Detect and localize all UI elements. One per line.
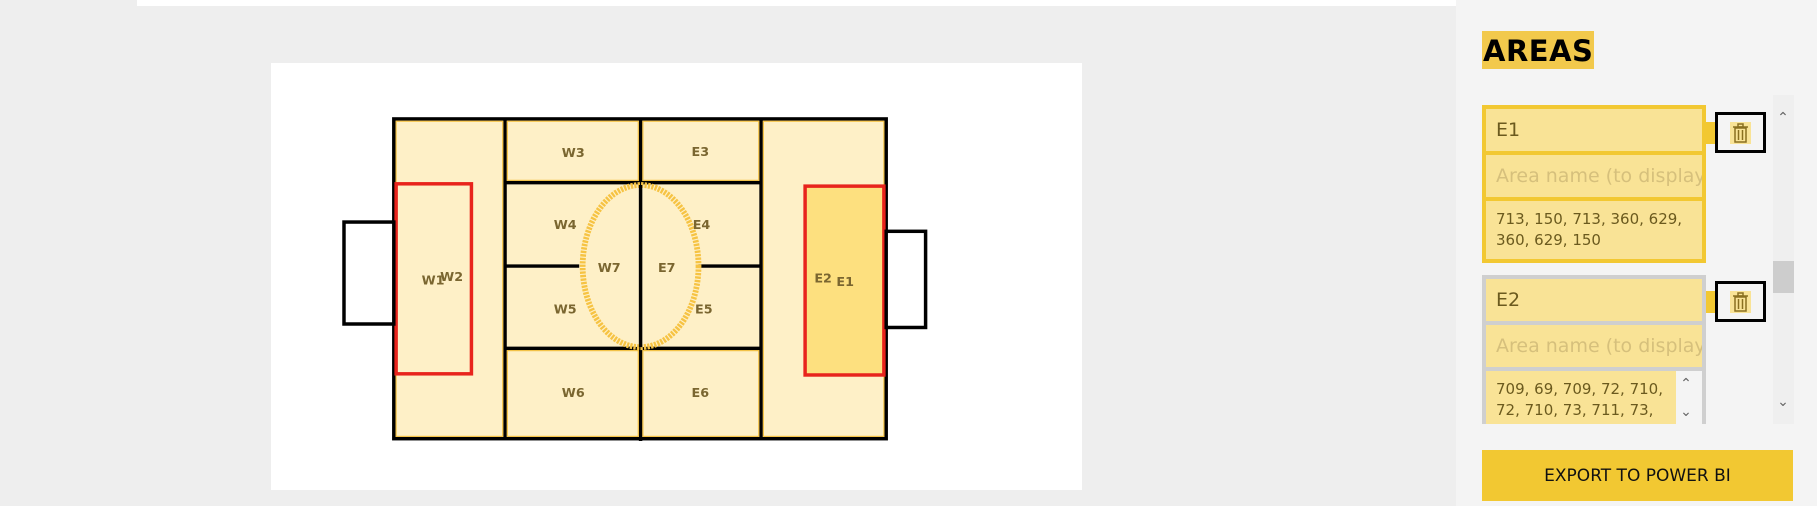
delete-area-e2-button[interactable] xyxy=(1715,281,1766,322)
label-w5: W5 xyxy=(554,303,577,318)
trash-icon xyxy=(1730,121,1751,144)
panel-heading: AREAS xyxy=(1482,31,1595,69)
label-w6: W6 xyxy=(562,386,585,401)
scrollbar-thumb[interactable] xyxy=(1773,261,1794,293)
area-card-e1[interactable]: E1 Area name (to display) 713, 150, 713,… xyxy=(1482,105,1706,263)
label-w1: W1 xyxy=(422,274,445,289)
area-coords-field[interactable]: 713, 150, 713, 360, 629, 360, 629, 150 xyxy=(1486,201,1702,259)
top-bar xyxy=(137,0,1456,6)
areas-scrollbar[interactable]: ⌃ ⌄ xyxy=(1773,95,1794,424)
area-card-e2[interactable]: E2 Area name (to display) 709, 69, 709, … xyxy=(1482,275,1706,424)
export-to-power-bi-button[interactable]: EXPORT TO POWER BI xyxy=(1482,450,1793,501)
label-e6: E6 xyxy=(692,386,710,401)
coords-scrollbar[interactable]: ⌃ ⌄ xyxy=(1676,371,1702,424)
chevron-up-icon[interactable]: ⌃ xyxy=(1680,376,1692,392)
label-e4: E4 xyxy=(693,218,711,233)
label-e7: E7 xyxy=(658,261,676,276)
trash-icon xyxy=(1730,290,1751,313)
areas-panel: AREAS E1 Area name (to display) 713, 150… xyxy=(1456,0,1817,506)
left-goal xyxy=(342,220,396,326)
label-e5: E5 xyxy=(695,303,713,318)
chevron-down-icon[interactable]: ⌄ xyxy=(1777,394,1789,410)
label-w7: W7 xyxy=(598,261,621,276)
area-w1-penalty[interactable] xyxy=(394,182,474,376)
label-e1: E1 xyxy=(836,275,854,290)
delete-area-e1-button[interactable] xyxy=(1715,112,1766,153)
area-name-input[interactable]: Area name (to display) xyxy=(1486,155,1702,197)
chevron-down-icon[interactable]: ⌄ xyxy=(1680,404,1692,420)
pitch-canvas[interactable]: W1 W2 W3 E3 W4 E4 W7 E7 W5 E5 W6 E6 E2 E… xyxy=(271,63,1082,490)
pitch-drawing[interactable]: W1 W2 W3 E3 W4 E4 W7 E7 W5 E5 W6 E6 E2 E… xyxy=(271,63,1082,490)
area-coords-field[interactable]: 709, 69, 709, 72, 710, 72, 710, 73, 711,… xyxy=(1486,371,1702,424)
label-e2: E2 xyxy=(814,271,832,286)
areas-list: E1 Area name (to display) 713, 150, 713,… xyxy=(1456,95,1796,424)
area-name-input[interactable]: Area name (to display) xyxy=(1486,325,1702,367)
area-coords-text: 709, 69, 709, 72, 710, 72, 710, 73, 711,… xyxy=(1496,380,1663,424)
label-w3: W3 xyxy=(562,146,585,161)
area-highlights xyxy=(395,120,885,437)
label-e3: E3 xyxy=(692,145,710,160)
area-e1-penalty[interactable] xyxy=(803,184,886,377)
chevron-up-icon[interactable]: ⌃ xyxy=(1777,110,1789,126)
area-borders xyxy=(503,118,763,442)
area-id-field[interactable]: E2 xyxy=(1486,279,1702,321)
label-w2: W2 xyxy=(440,270,463,285)
label-w4: W4 xyxy=(554,218,577,233)
area-id-field[interactable]: E1 xyxy=(1486,109,1702,151)
card-connector xyxy=(1706,291,1716,313)
card-connector xyxy=(1706,122,1716,144)
right-goal xyxy=(884,229,928,330)
